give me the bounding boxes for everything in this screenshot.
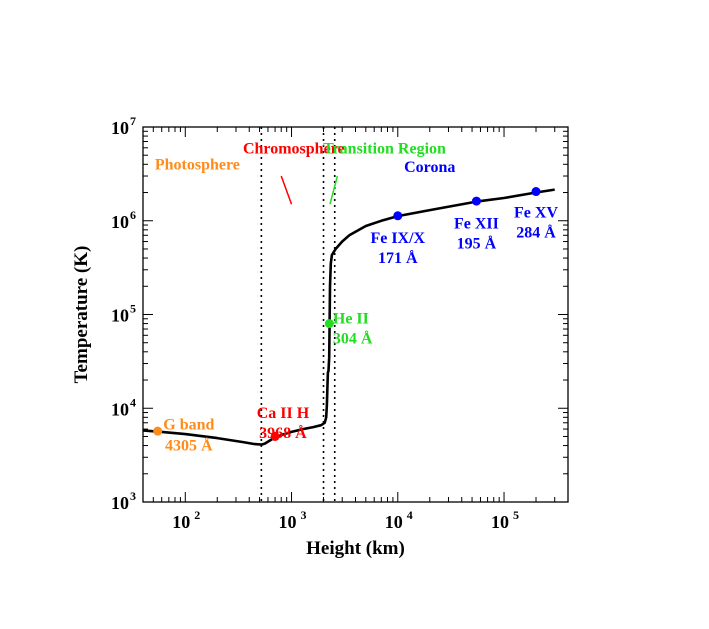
- x-tick-label: 10: [385, 512, 403, 532]
- observation-point: [270, 431, 280, 441]
- region-label: Transition Region: [323, 141, 446, 158]
- point-label: G band: [163, 417, 214, 434]
- point-label: Ca II H: [257, 405, 310, 422]
- y-tick-exponent: 5: [130, 302, 136, 316]
- temperature-curve: [142, 188, 555, 446]
- y-tick-label: 10: [111, 306, 129, 326]
- region-pointers: [280, 175, 339, 205]
- observation-point: [153, 426, 163, 436]
- point-label: 195 Å: [457, 234, 497, 252]
- point-label: Fe IX/X: [370, 230, 425, 247]
- point-label: Fe XV: [514, 205, 558, 222]
- x-tick-exponent: 2: [194, 508, 200, 522]
- x-tick-label: 10: [172, 512, 190, 532]
- y-tick-label: 10: [111, 399, 129, 419]
- y-tick-label: 10: [111, 118, 129, 138]
- observation-point: [393, 211, 403, 221]
- region-boundaries: [260, 127, 336, 502]
- point-label: 171 Å: [378, 249, 418, 267]
- observation-point: [531, 187, 541, 197]
- y-axis-label: Temperature (K): [71, 246, 92, 384]
- y-tick-exponent: 6: [130, 208, 136, 222]
- observation-points: [153, 187, 541, 441]
- x-axis-label: Height (km): [306, 538, 405, 559]
- x-tick-exponent: 3: [301, 508, 307, 522]
- point-label: 304 Å: [333, 330, 373, 348]
- y-tick-label: 10: [111, 212, 129, 232]
- observation-point: [471, 196, 481, 206]
- annotation-labels: G band 4305 Å Ca II H 3968 Å He II 304 Å Fe IX…: [155, 141, 559, 455]
- y-tick-label: 10: [111, 493, 129, 513]
- temperature-curve-line: [142, 188, 555, 446]
- point-label: 3968 Å: [259, 424, 307, 442]
- y-tick-exponent: 3: [130, 489, 136, 503]
- region-label: Corona: [404, 159, 455, 176]
- region-label: Chromosphere: [243, 141, 345, 158]
- x-tick-label: 10: [491, 512, 509, 532]
- point-label: 4305 Å: [165, 437, 213, 455]
- y-tick-exponent: 4: [130, 395, 136, 409]
- region-pointer-line: [280, 175, 293, 205]
- point-label: Fe XII: [454, 215, 499, 232]
- point-label: 284 Å: [516, 224, 556, 242]
- y-tick-exponent: 7: [130, 114, 136, 128]
- observation-point: [324, 319, 334, 329]
- region-label: Photosphere: [155, 157, 240, 174]
- point-label: He II: [333, 311, 369, 328]
- x-tick-exponent: 5: [513, 508, 519, 522]
- x-tick-label: 10: [279, 512, 297, 532]
- x-tick-exponent: 4: [407, 508, 413, 522]
- region-pointer-line: [329, 175, 339, 205]
